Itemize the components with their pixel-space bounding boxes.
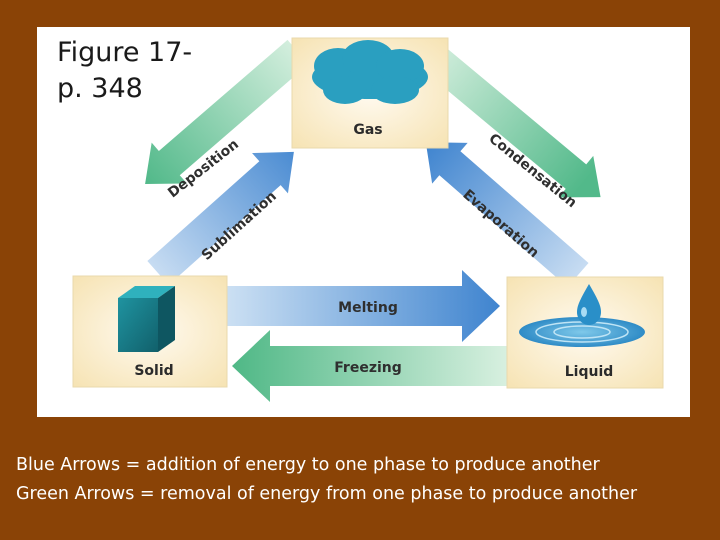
slide-title: Figure 17- p. 348 xyxy=(57,35,237,107)
gas-label: Gas xyxy=(353,122,382,138)
title-line-1: Figure 17- xyxy=(57,37,193,68)
gas-box: Gas xyxy=(291,37,449,149)
gas-cloud-icon xyxy=(312,40,428,104)
solid-cube-icon xyxy=(118,286,175,352)
melting-label: Melting xyxy=(338,300,398,316)
freezing-label: Freezing xyxy=(334,360,402,376)
sublimation-arrow xyxy=(147,151,294,285)
liquid-label: Liquid xyxy=(565,364,614,380)
evaporation-arrow xyxy=(425,142,589,288)
blue-arrows-caption: Blue Arrows = addition of energy to one … xyxy=(16,455,600,475)
title-line-2: p. 348 xyxy=(57,73,143,104)
water-drop-icon xyxy=(519,284,645,347)
green-arrows-caption: Green Arrows = removal of energy from on… xyxy=(16,484,638,504)
liquid-box: Liquid xyxy=(506,276,664,389)
solid-label: Solid xyxy=(134,363,173,379)
solid-box: Solid xyxy=(72,275,228,388)
melting-arrow xyxy=(220,270,500,342)
deposition-arrow xyxy=(145,39,309,184)
condensation-arrow xyxy=(419,42,601,198)
freezing-arrow xyxy=(232,330,508,402)
